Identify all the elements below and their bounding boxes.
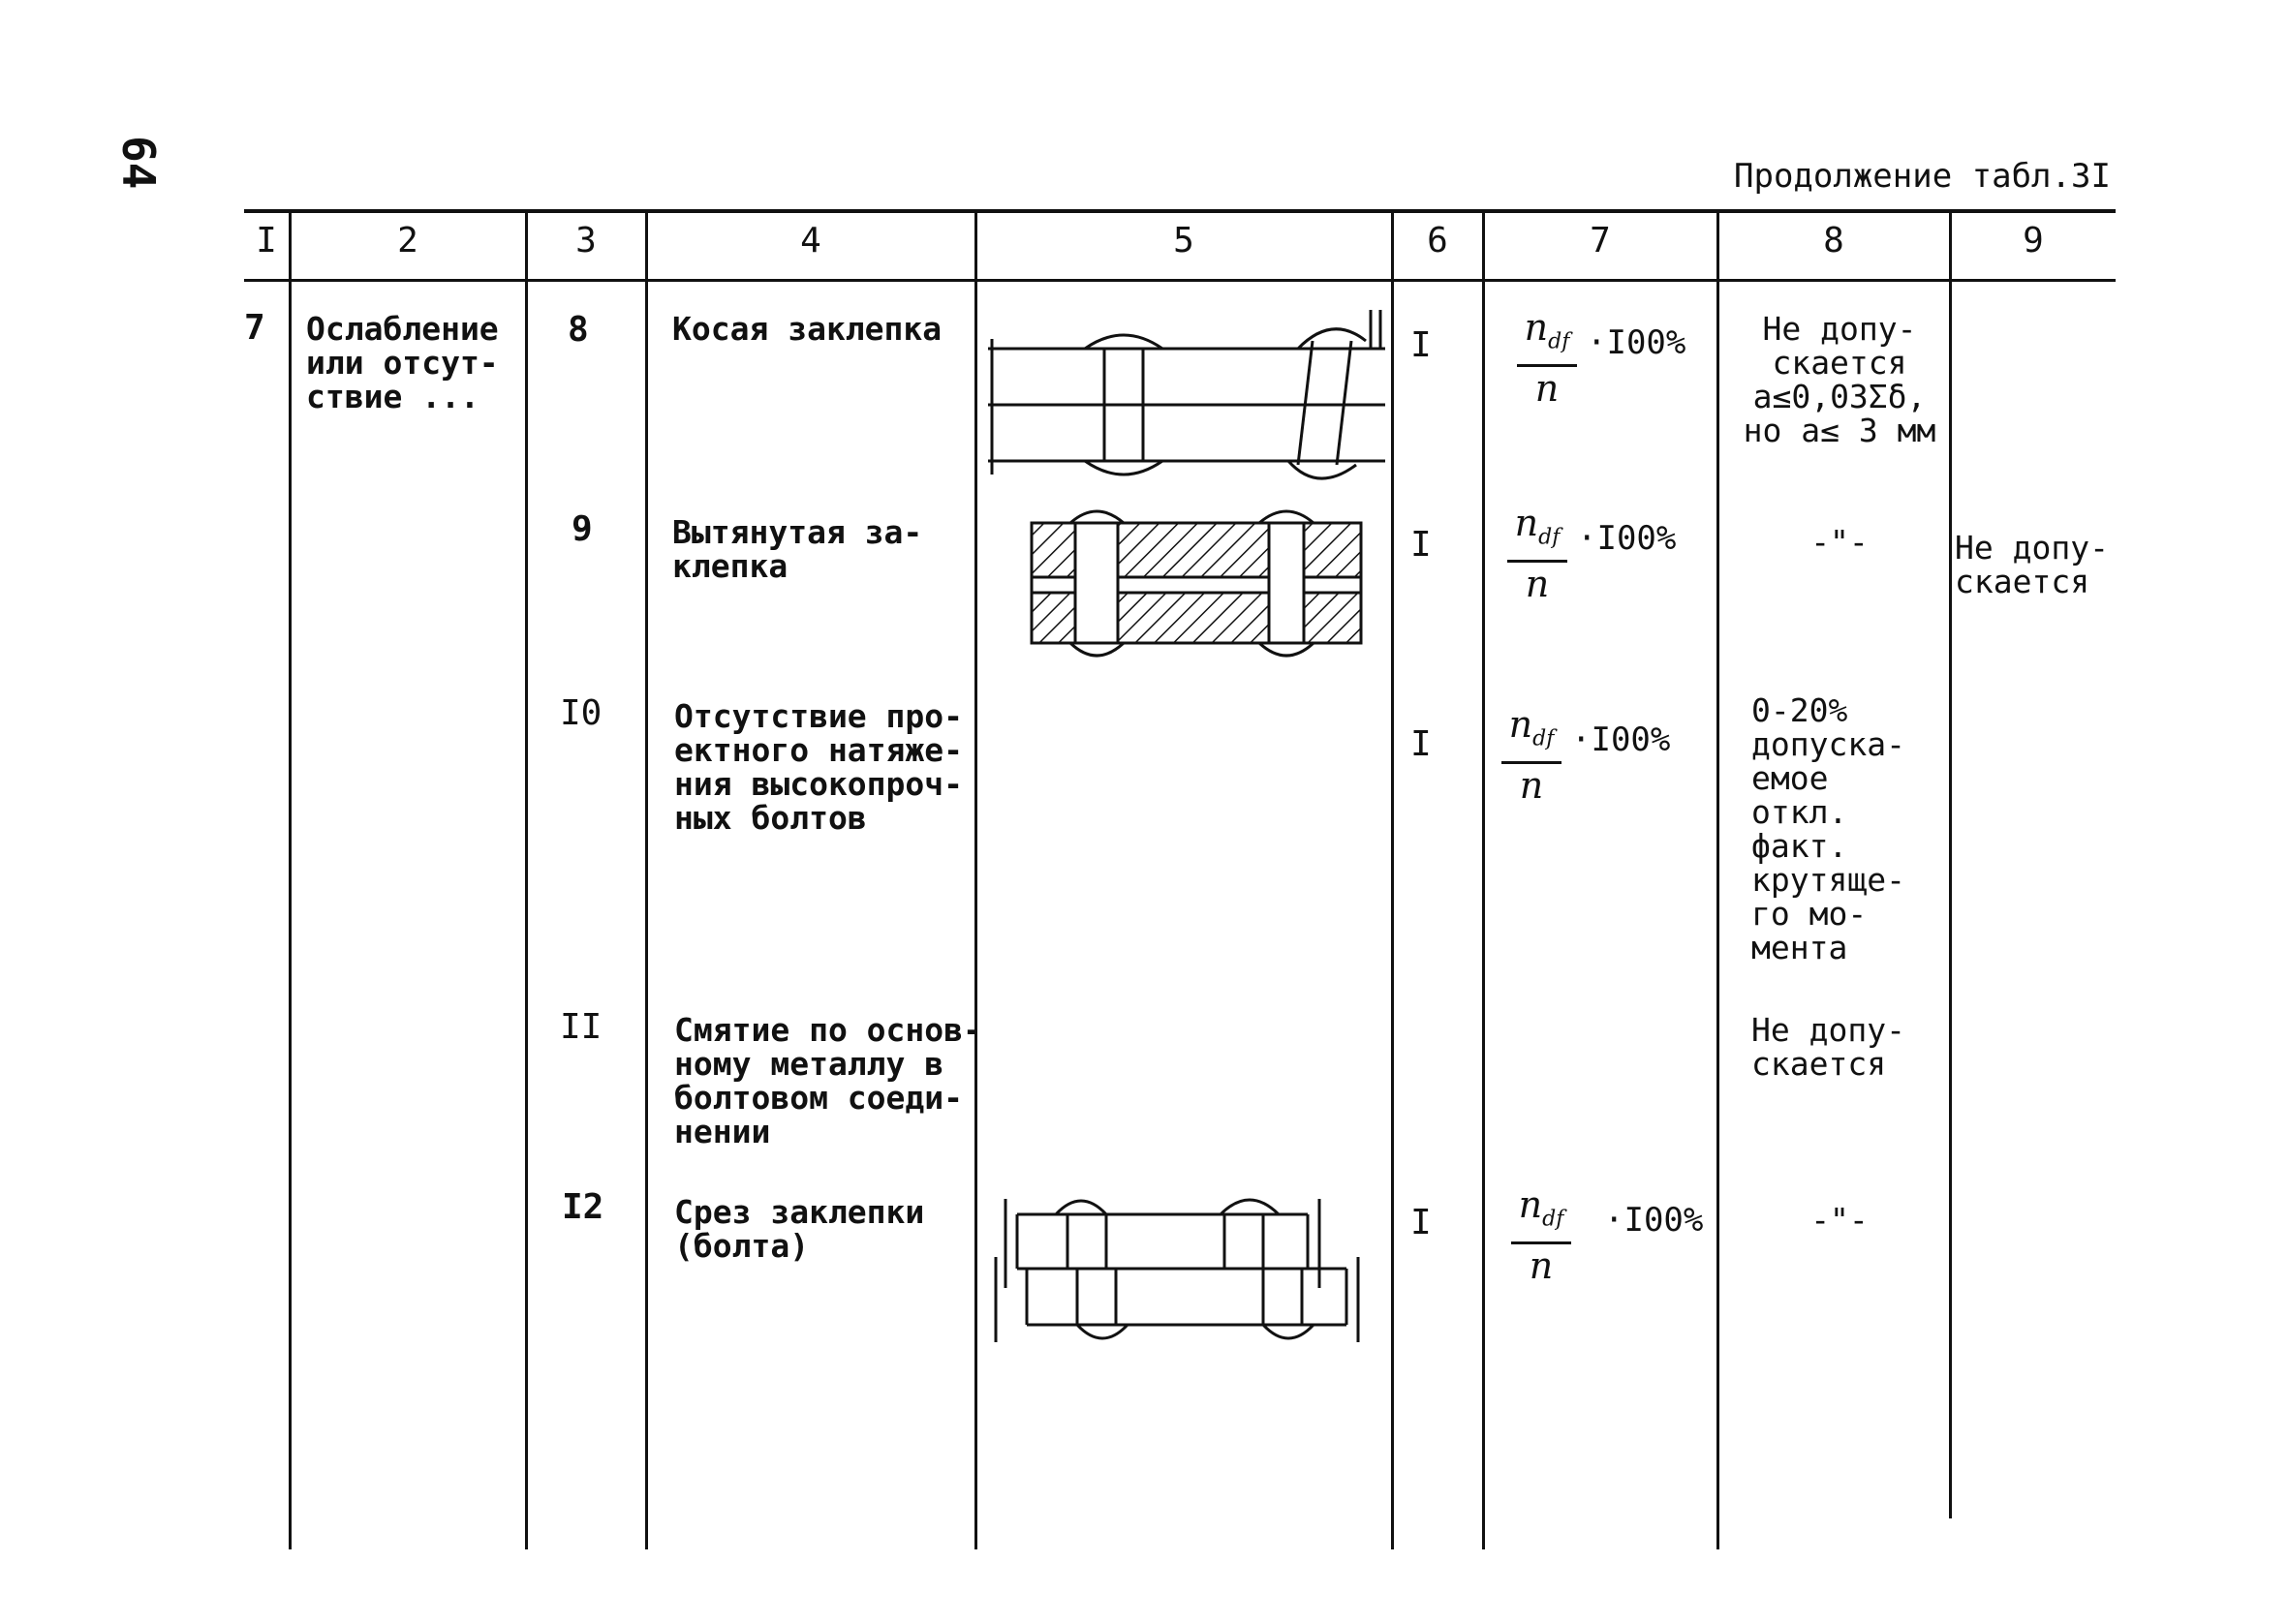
col-divider — [1482, 211, 1485, 1549]
item-description: Смятие по основ- ному металлу в болтовом… — [674, 1013, 982, 1149]
item-category: I — [1410, 1203, 1432, 1242]
formula-factor: ·I00% — [1571, 720, 1671, 759]
col-divider — [974, 211, 977, 1549]
row-number: 7 — [244, 308, 265, 348]
tolerance-line: крутяще- — [1751, 861, 1905, 899]
description-line: Отсутствие про- — [674, 697, 964, 735]
item-description: Срез заклепки (болта) — [674, 1195, 924, 1263]
tolerance-line: емое — [1751, 759, 1829, 797]
item-tolerance: -"- — [1738, 525, 1941, 559]
tolerance-line: мента — [1751, 929, 1848, 966]
page-number: 64 — [112, 136, 165, 190]
tolerance-line: -"- — [1810, 1201, 1869, 1239]
oblique-rivet-figure — [988, 310, 1385, 480]
col-header-1: I — [256, 221, 277, 260]
fraction: ndf n — [1511, 1185, 1571, 1285]
denominator: n — [1525, 562, 1550, 605]
item-category: I — [1410, 525, 1432, 565]
description-line: ектного натяже- — [674, 731, 964, 769]
item-description: Косая заклепка — [672, 312, 942, 346]
tolerance-line: a≤0,03Σδ, — [1752, 378, 1927, 415]
fraction: ndf n — [1517, 308, 1577, 408]
fraction: ndf n — [1501, 705, 1561, 805]
formula-factor: ·I00% — [1577, 519, 1677, 558]
numerator: ndf — [1518, 1183, 1564, 1232]
item-code: I2 — [562, 1187, 604, 1227]
sheared-rivet-figure — [994, 1198, 1360, 1342]
description-line: ния высокопроч- — [674, 765, 964, 803]
item-code: 9 — [572, 509, 593, 549]
formula-factor: ·I00% — [1604, 1201, 1704, 1240]
col-divider — [1949, 211, 1952, 1518]
item-category: I — [1410, 325, 1432, 365]
table-top-rule — [244, 209, 2116, 213]
col-header-4: 4 — [800, 221, 821, 260]
tolerance-line: Не допу- — [1751, 1011, 1905, 1049]
item-description: Отсутствие про- ектного натяже- ния высо… — [674, 699, 963, 835]
description-line: Вытянутая за- — [672, 513, 923, 551]
col-header-8: 8 — [1823, 221, 1844, 260]
item-code: 8 — [568, 310, 589, 350]
description-line: (болта) — [674, 1227, 810, 1265]
tolerance-line: скается — [1751, 1045, 1887, 1083]
tolerance-line: откл. — [1751, 793, 1848, 831]
numerator: ndf — [1514, 502, 1561, 550]
col-divider — [645, 211, 648, 1549]
item-category: I — [1410, 724, 1432, 764]
denominator: n — [1519, 763, 1544, 807]
item-code: I0 — [560, 693, 603, 733]
note-line: скается — [1955, 563, 2090, 600]
col-header-6: 6 — [1427, 221, 1448, 260]
description-line: клепка — [672, 547, 788, 585]
description-line: нении — [674, 1113, 771, 1150]
tolerance-line: факт. — [1751, 827, 1848, 865]
defect-group-line: Ослабление — [306, 310, 499, 348]
fraction: ndf n — [1507, 504, 1567, 603]
defect-group: Ослабление или отсут- ствие ... — [306, 312, 499, 414]
tolerance-line: Не допу- — [1762, 310, 1917, 348]
denominator: n — [1534, 366, 1560, 410]
defect-group-line: или отсут- — [306, 344, 499, 382]
defect-group-line: ствие ... — [306, 378, 479, 415]
description-line: Косая заклепка — [672, 310, 943, 348]
item-tolerance: 0-20% допуска- емое откл. факт. крутяще-… — [1751, 693, 1905, 965]
item-code: II — [560, 1007, 603, 1047]
col-header-7: 7 — [1590, 221, 1611, 260]
stretched-rivet-figure — [1030, 509, 1363, 658]
item-tolerance: Не допу- скается — [1751, 1013, 1905, 1081]
item-note: Не допу- скается — [1955, 531, 2109, 598]
description-line: ных болтов — [674, 799, 867, 837]
description-line: Срез заклепки — [674, 1193, 925, 1231]
tolerance-line: но a≤ 3 мм — [1743, 412, 1936, 449]
col-header-9: 9 — [2023, 221, 2044, 260]
item-tolerance: Не допу- скается a≤0,03Σδ, но a≤ 3 мм — [1738, 312, 1941, 447]
description-line: Смятие по основ- — [674, 1011, 982, 1049]
description-line: болтовом соеди- — [674, 1079, 964, 1117]
col-header-3: 3 — [575, 221, 597, 260]
col-divider — [525, 211, 528, 1549]
numerator: ndf — [1524, 306, 1570, 354]
note-line: Не допу- — [1955, 529, 2109, 567]
col-header-2: 2 — [397, 221, 418, 260]
tolerance-line: го мо- — [1751, 895, 1868, 933]
tolerance-line: допуска- — [1751, 725, 1905, 763]
header-bottom-rule — [244, 279, 2116, 282]
col-divider — [1716, 211, 1719, 1549]
item-tolerance: -"- — [1738, 1203, 1941, 1237]
table-caption: Продолжение табл.3I — [1734, 157, 2111, 196]
description-line: ному металлу в — [674, 1045, 944, 1083]
item-description: Вытянутая за- клепка — [672, 515, 922, 583]
formula-factor: ·I00% — [1587, 323, 1686, 362]
numerator: ndf — [1508, 703, 1555, 751]
tolerance-line: скается — [1772, 344, 1907, 382]
col-divider — [289, 211, 292, 1549]
col-divider — [1391, 211, 1394, 1549]
tolerance-line: 0-20% — [1751, 691, 1848, 729]
col-header-5: 5 — [1173, 221, 1194, 260]
tolerance-line: -"- — [1810, 523, 1869, 561]
denominator: n — [1529, 1243, 1554, 1287]
